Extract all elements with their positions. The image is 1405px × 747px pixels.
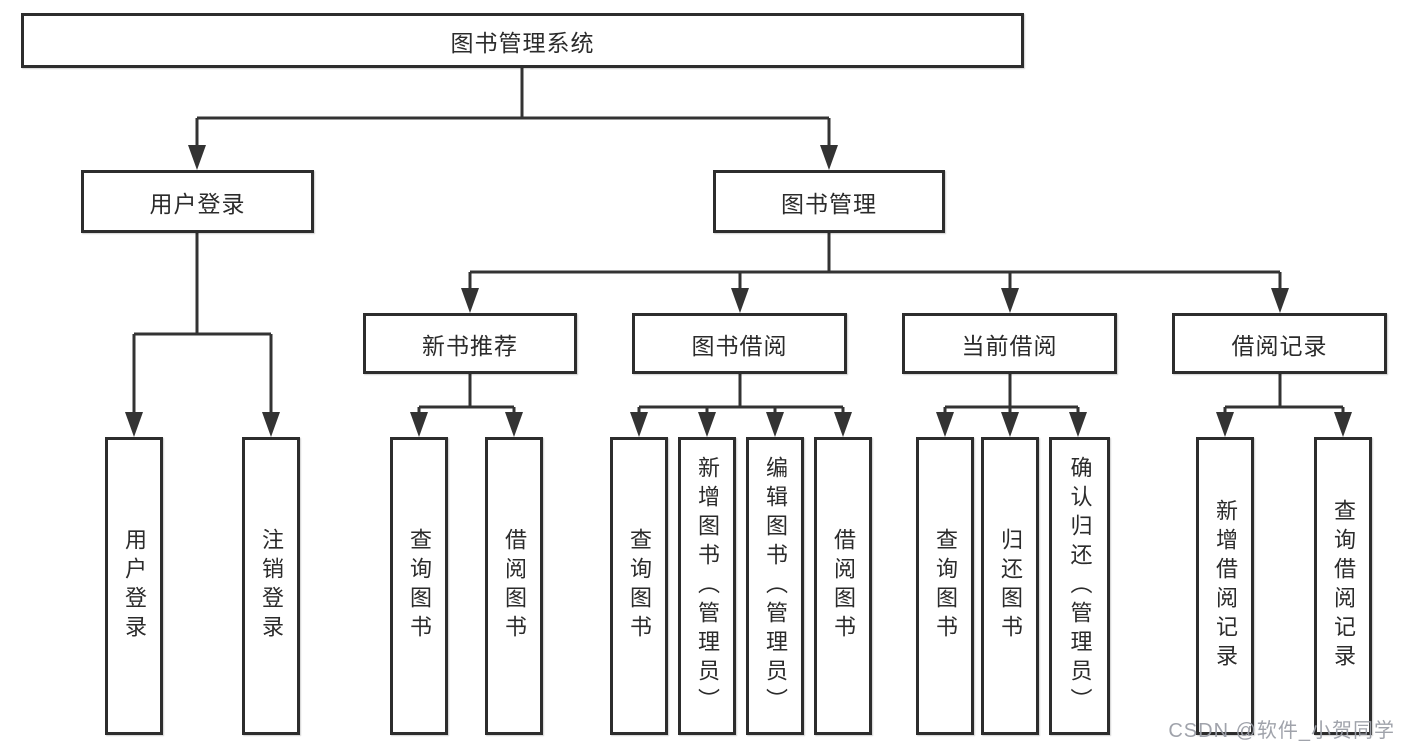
leaf-label: 编辑图书（管理员） <box>763 455 788 717</box>
leaf-logout: 注销登录 <box>242 437 300 735</box>
leaf-label: 查询图书 <box>627 528 652 644</box>
leaf-borrow-books-borrowing: 借阅图书 <box>814 437 872 735</box>
leaf-return-books: 归还图书 <box>981 437 1039 735</box>
leaf-add-books-admin: 新增图书（管理员） <box>678 437 736 735</box>
leaf-label: 借阅图书 <box>831 528 856 644</box>
leaf-label: 归还图书 <box>998 528 1023 644</box>
node-library-management-system: 图书管理系统 <box>21 13 1024 68</box>
leaf-label: 注销登录 <box>259 528 284 644</box>
node-book-management: 图书管理 <box>713 170 945 233</box>
node-book-borrowing: 图书借阅 <box>632 313 847 374</box>
node-new-book-recommendation: 新书推荐 <box>363 313 577 374</box>
leaf-query-borrow-record: 查询借阅记录 <box>1314 437 1372 735</box>
leaf-borrow-books-recommend: 借阅图书 <box>485 437 543 735</box>
node-label: 用户登录 <box>149 190 246 217</box>
leaf-query-books-borrowing: 查询图书 <box>610 437 668 735</box>
node-label: 新书推荐 <box>422 332 518 359</box>
leaf-label: 用户登录 <box>122 528 147 644</box>
node-label: 图书管理系统 <box>450 29 595 56</box>
leaf-user-login: 用户登录 <box>105 437 163 735</box>
node-label: 图书管理 <box>781 190 877 217</box>
leaf-label: 确认归还（管理员） <box>1067 455 1093 717</box>
leaf-label: 查询借阅记录 <box>1331 499 1356 673</box>
node-user-login: 用户登录 <box>81 170 314 233</box>
leaf-add-borrow-record: 新增借阅记录 <box>1196 437 1254 735</box>
leaf-label: 新增借阅记录 <box>1213 499 1238 673</box>
node-current-borrowing: 当前借阅 <box>902 313 1117 374</box>
leaf-confirm-return-admin: 确认归还（管理员） <box>1049 437 1110 735</box>
leaf-label: 新增图书（管理员） <box>695 455 720 717</box>
leaf-query-books-recommend: 查询图书 <box>390 437 448 735</box>
leaf-query-books-current: 查询图书 <box>916 437 974 735</box>
node-label: 借阅记录 <box>1231 332 1328 359</box>
leaf-edit-books-admin: 编辑图书（管理员） <box>746 437 804 735</box>
csdn-watermark: CSDN @软件_小贺同学 <box>1168 720 1395 742</box>
leaf-label: 借阅图书 <box>502 528 527 644</box>
leaf-label: 查询图书 <box>933 528 958 644</box>
node-label: 图书借阅 <box>691 332 788 359</box>
node-borrowing-records: 借阅记录 <box>1172 313 1387 374</box>
leaf-label: 查询图书 <box>407 528 432 644</box>
node-label: 当前借阅 <box>961 332 1058 359</box>
